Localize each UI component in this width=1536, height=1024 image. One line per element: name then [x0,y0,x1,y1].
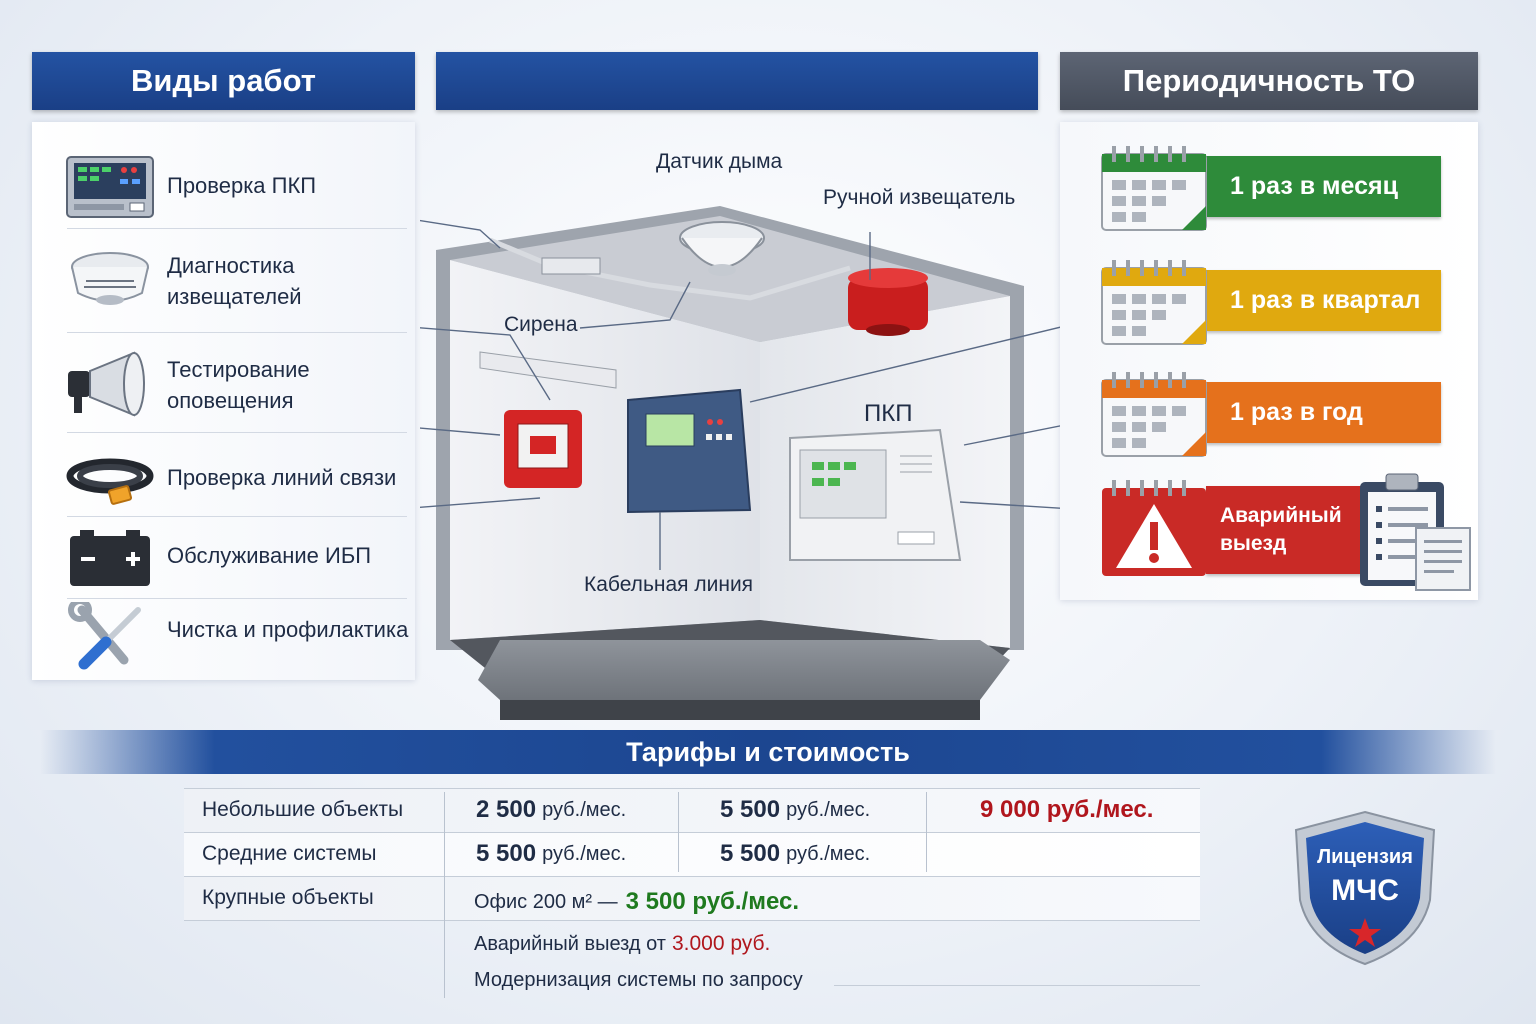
table-row [184,788,1200,832]
scene-header [436,52,1038,110]
work-label: Чистка и профилактика [167,617,409,642]
row-divider [184,876,1200,877]
smoke-detector-label: Датчик дыма [656,150,783,173]
works-panel: Проверка ПКП Диагностика извещателей Тес… [32,122,415,680]
clipboard-icon [1360,473,1471,591]
calendar-yellow-icon [1101,260,1207,345]
frequency-label: Аварийный выезд [1220,504,1342,555]
work-item: Обслуживание ИБП [32,522,415,596]
tariff-row-name: Небольшие объекты [202,798,404,821]
battery-icon [70,530,150,586]
siren-label: Сирена [504,313,578,336]
divider [67,332,407,333]
price-value: 5 500 [720,796,781,823]
calendar-orange-icon [1101,372,1207,457]
divider [67,228,407,229]
work-label: Обслуживание ИБП [167,543,372,568]
wrench-screwdriver-icon [68,602,141,670]
calendar-green-icon [1101,146,1207,231]
row-divider [834,985,1200,986]
room-illustration [420,206,1060,720]
work-label: Проверка линий связи [167,465,397,490]
work-item: Тестирование оповещения [32,344,415,424]
work-item: Проверка ПКП [32,144,415,224]
work-label: Тестирование оповещения [167,357,310,413]
row-divider [184,920,1200,921]
price-value-highlight: 9 000 руб./мес. [980,796,1154,823]
divider [67,598,407,599]
frequency-label: 1 раз в месяц [1230,172,1398,200]
work-label: Проверка ПКП [167,173,317,198]
frequency-label: 1 раз в год [1230,398,1363,426]
tariff-row-name: Средние системы [202,842,377,865]
frequency-panel: 1 раз в месяц 1 раз в квартал 1 раз в го… [1060,122,1478,600]
price-unit: руб./мес. [542,798,627,821]
works-header: Виды работ [32,52,415,110]
price-unit: руб./мес. [786,842,871,865]
cable-icon [66,458,154,505]
emergency-prefix: Аварийный выезд от [474,932,666,955]
pkp-label: ПКП [864,400,913,427]
table-row [184,832,1200,876]
calendar-warning-icon [1102,480,1206,576]
divider [67,432,407,433]
license-line2: МЧС [1331,874,1399,907]
table-row [184,876,1200,920]
column-divider [926,792,927,872]
divider [67,516,407,517]
work-label: Диагностика извещателей [167,253,302,309]
office-price: 3 500 руб./мес. [625,888,800,915]
work-item: Чистка и профилактика [32,600,415,674]
control-panel-icon [66,156,154,218]
emergency-price: 3.000 руб. [671,932,771,955]
smoke-detector-icon [71,252,149,305]
frequency-header: Периодичность ТО [1060,52,1478,110]
price-value: 5 500 [476,840,537,867]
tariff-row-name: Крупные объекты [202,886,374,909]
tariffs-title-band: Тарифы и стоимость [40,730,1496,774]
frequency-emergency: Аварийный выезд [1206,486,1366,574]
frequency-header-title: Периодичность ТО [1122,63,1416,98]
work-item: Диагностика извещателей [32,240,415,320]
column-divider [678,792,679,872]
modernization-note: Модернизация системы по запросу [474,968,803,991]
frequency-yearly: 1 раз в год [1206,382,1441,443]
frequency-label: 1 раз в квартал [1230,286,1421,314]
office-prefix: Офис 200 м² — [474,890,618,913]
column-divider [444,792,445,998]
loudspeaker-icon [68,351,145,417]
office-tariff-cell: Офис 200 м² — 3 500 руб./мес. [474,880,799,924]
work-item: Проверка линий связи [32,442,415,516]
price-value: 5 500 [720,840,781,867]
tariff-price-cell: 9 000 руб./мес. [980,788,1153,832]
frequency-monthly: 1 раз в месяц [1206,156,1441,217]
frequency-quarterly: 1 раз в квартал [1206,270,1441,331]
license-line1: Лицензия [1317,846,1413,868]
license-shield-icon [1294,810,1436,966]
tariffs-title: Тарифы и стоимость [626,736,910,767]
works-header-title: Виды работ [131,63,316,98]
price-value: 2 500 [476,796,537,823]
price-unit: руб./мес. [542,842,627,865]
cable-line-label: Кабельная линия [584,573,754,596]
price-unit: руб./мес. [786,798,871,821]
row-divider [184,832,1200,833]
manual-call-point-label: Ручной извещатель [823,186,1016,209]
